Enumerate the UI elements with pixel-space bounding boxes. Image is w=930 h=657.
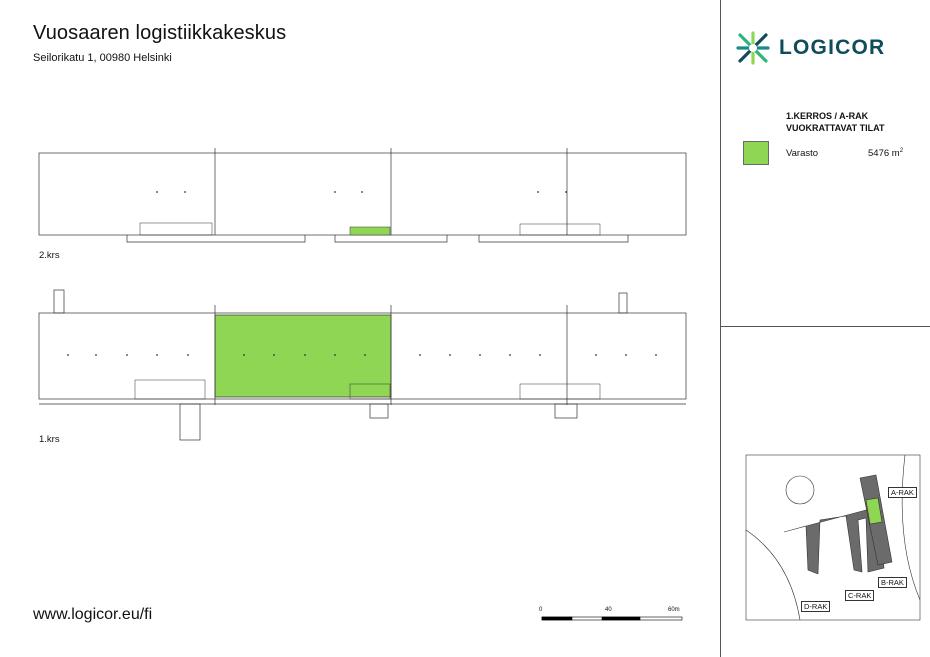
scale-tick-40: 40: [605, 607, 612, 613]
legend-item-area: 5476 m2: [868, 148, 903, 159]
site-label-b: B-RAK: [878, 577, 907, 588]
site-label-d: D-RAK: [801, 601, 831, 612]
logicor-mark-icon: [736, 31, 770, 65]
document-title: Vuosaaren logistiikkakeskus: [33, 22, 287, 44]
lower-floor-plan: [38, 289, 687, 441]
legend-heading: 1.KERROS / A-RAK VUOKRATTAVAT TILAT: [786, 110, 884, 134]
logo-wordmark: LOGICOR: [779, 36, 886, 59]
side-panel-divider: [720, 0, 721, 657]
scale-tick-0: 0: [539, 607, 543, 613]
address: Seilorikatu 1, 00980 Helsinki: [33, 52, 172, 64]
legend-area-unit: m: [891, 148, 900, 160]
floor-label-upper: 2.krs: [39, 250, 60, 261]
floor-label-lower: 1.krs: [39, 434, 60, 445]
scale-bar: [541, 616, 683, 621]
legend-area-unit-sup: 2: [899, 148, 904, 154]
logicor-logo: LOGICOR: [735, 30, 885, 66]
legend-item-label: Varasto: [786, 148, 819, 159]
site-label-a: A-RAK: [888, 487, 917, 498]
legend-heading-subtitle: VUOKRATTAVAT TILAT: [786, 123, 885, 133]
legend-heading-floor: 1.KERROS / A-RAK: [786, 111, 869, 121]
site-map: [745, 454, 921, 621]
upper-floor-highlight: [349, 226, 391, 236]
side-panel-separator: [720, 326, 930, 327]
site-label-c: C-RAK: [845, 590, 875, 601]
lower-floor-highlight: [214, 314, 392, 398]
website-link[interactable]: www.logicor.eu/fi: [33, 606, 153, 623]
scale-tick-60: 60m: [668, 607, 680, 613]
legend-area-value: 5476: [868, 148, 890, 160]
legend-swatch: [743, 141, 769, 165]
